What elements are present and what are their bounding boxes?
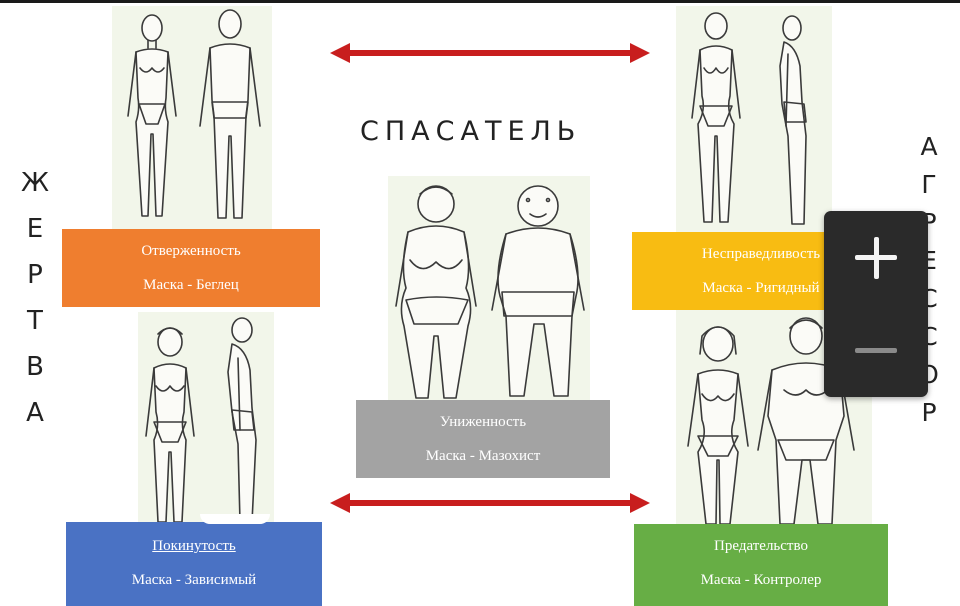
victim-letter: Е: [26, 214, 44, 244]
rejection-trauma-label: Отверженность: [141, 243, 241, 259]
injustice-trauma-label: Несправедливость: [701, 246, 821, 262]
humiliation-trauma-label: Униженность: [439, 414, 527, 430]
victim-letter: А: [26, 398, 44, 428]
abandonment-card-notch: [200, 514, 270, 524]
zoom-out-button[interactable]: [824, 304, 928, 397]
betrayal-card: Предательство Маска - Контролер: [634, 524, 888, 606]
victim-letter: В: [26, 352, 44, 382]
abandonment-mask-label: Маска - Зависимый: [131, 572, 257, 588]
zoom-controls: [824, 211, 928, 397]
rejection-card: Отверженность Маска - Беглец: [62, 229, 320, 307]
victim-letter: Ж: [20, 168, 49, 198]
humiliation-card: Униженность Маска - Мазохист: [356, 400, 610, 478]
aggressor-letter: Г: [921, 170, 937, 199]
humiliation-figures-illustration: [395, 185, 585, 399]
zoom-in-button[interactable]: [824, 211, 928, 304]
abandonment-figures-illustration: [145, 317, 257, 523]
aggressor-letter: Р: [921, 398, 937, 427]
top-border: [0, 0, 960, 3]
plus-icon: [855, 236, 897, 279]
abandonment-card: Покинутость Маска - Зависимый: [66, 522, 322, 606]
bottom-double-arrow: [330, 493, 650, 513]
injustice-figures-illustration: [691, 12, 807, 225]
rejection-mask-label: Маска - Беглец: [143, 277, 239, 293]
victim-vertical-label: Ж Е Р Т В А: [18, 170, 52, 446]
victim-letter: Т: [27, 306, 43, 336]
humiliation-mask-label: Маска - Мазохист: [425, 448, 541, 464]
top-double-arrow: [330, 43, 650, 63]
abandonment-trauma-label: Покинутость: [152, 538, 236, 554]
betrayal-trauma-label: Предательство: [714, 538, 808, 554]
minus-icon: [855, 330, 897, 372]
injustice-mask-label: Маска - Ригидный: [702, 280, 820, 296]
betrayal-mask-label: Маска - Контролер: [700, 572, 822, 588]
rejection-figures-illustration: [127, 9, 261, 219]
rescuer-title: СПАСАТЕЛЬ: [360, 116, 582, 147]
victim-letter: Р: [27, 260, 43, 290]
aggressor-letter: А: [920, 132, 938, 161]
